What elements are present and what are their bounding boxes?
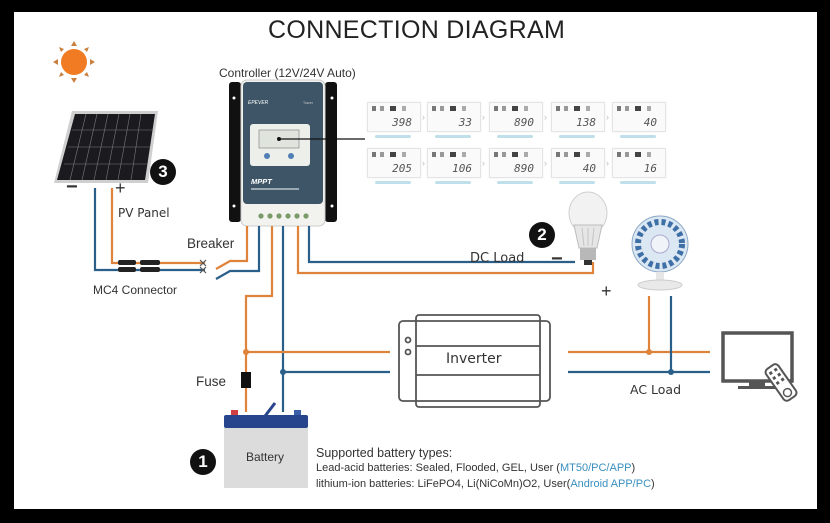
lcd-caption	[497, 135, 533, 138]
lcd-next-arrow-icon: ›	[422, 112, 425, 122]
lcd-caption	[375, 135, 411, 138]
mc4-connector-icon	[118, 260, 160, 272]
svg-text:MPPT: MPPT	[251, 177, 273, 186]
dc-load-positive-wire	[296, 226, 595, 275]
lithium-line: lithium-ion batteries: LiFePO4, Li(NiCoM…	[316, 478, 655, 490]
pv-panel-label: PV Panel	[118, 206, 170, 220]
fuse-icon	[241, 372, 251, 388]
page-title: CONNECTION DIAGRAM	[268, 16, 566, 44]
battery-types-heading: Supported battery types:	[316, 446, 453, 460]
lcd-status-icons	[617, 106, 657, 111]
badge-3-pv: 3	[150, 159, 176, 185]
lead-acid-suffix: )	[631, 462, 636, 474]
lcd-value: 205	[392, 162, 412, 175]
dc-load-negative-wire	[307, 226, 575, 264]
lcd-screen: 40	[551, 148, 605, 178]
lcd-value: 106	[452, 162, 472, 175]
breaker-positive-wire	[215, 226, 249, 270]
remote-icon	[764, 363, 798, 402]
battery-label: Battery	[246, 450, 285, 464]
lcd-status-icons	[494, 152, 534, 157]
lcd-value: 16	[643, 162, 657, 175]
lcd-screen: 33	[427, 102, 481, 132]
lcd-value: 890	[514, 116, 534, 129]
wiring	[93, 188, 710, 412]
lcd-caption	[435, 135, 471, 138]
lithium-text: lithium-ion batteries: LiFePO4, Li(NiCoM…	[316, 478, 571, 490]
lcd-next-arrow-icon: ›	[544, 112, 547, 122]
fan-icon	[631, 215, 689, 291]
lcd-next-arrow-icon: ›	[606, 112, 609, 122]
lcd-status-icons	[556, 152, 596, 157]
lcd-value: 40	[643, 116, 657, 129]
lcd-value: 138	[576, 116, 596, 129]
lcd-status-icons	[556, 106, 596, 111]
lead-acid-link[interactable]: MT50/PC/APP	[559, 462, 632, 474]
lcd-next-arrow-icon: ›	[544, 158, 547, 168]
lcd-caption	[559, 135, 595, 138]
lcd-next-arrow-icon: ›	[482, 158, 485, 168]
lcd-next-arrow-icon: ›	[606, 158, 609, 168]
lcd-screen: 890	[489, 148, 543, 178]
dc-load-label: DC Load	[470, 251, 525, 266]
junction-dots	[243, 349, 674, 375]
lcd-status-icons	[432, 106, 472, 111]
lead-acid-line: Lead-acid batteries: Sealed, Flooded, GE…	[316, 462, 635, 474]
lcd-value: 890	[514, 162, 534, 175]
controller-label: Controller (12V/24V Auto)	[219, 66, 356, 80]
lcd-value: 33	[458, 116, 472, 129]
inverter-icon	[398, 314, 551, 408]
battery-icon	[224, 402, 308, 488]
dc-plus-sign: +	[601, 281, 612, 301]
lcd-caption	[620, 135, 656, 138]
solar-panel-icon	[54, 111, 158, 183]
lead-acid-text: Lead-acid batteries: Sealed, Flooded, GE…	[316, 462, 560, 474]
lcd-status-icons	[494, 106, 534, 111]
lcd-screen: 205	[367, 148, 421, 178]
pv-plus-sign: +	[115, 178, 126, 198]
lcd-caption	[435, 181, 471, 184]
lcd-screen: 890	[489, 102, 543, 132]
fuse-label: Fuse	[196, 374, 227, 389]
lcd-status-icons	[372, 106, 412, 111]
badge-1-battery: 1	[190, 449, 216, 475]
lcd-value: 398	[392, 116, 412, 129]
dc-minus-sign: −	[551, 248, 563, 270]
breaker-label: Breaker	[187, 236, 235, 251]
breaker-icon	[199, 259, 207, 274]
lcd-screen: 398	[367, 102, 421, 132]
lcd-next-arrow-icon: ›	[482, 112, 485, 122]
lcd-status-icons	[432, 152, 472, 157]
bulb-icon	[568, 191, 608, 265]
lcd-caption	[497, 181, 533, 184]
pv-positive-wire	[110, 188, 205, 265]
lithium-link[interactable]: Android APP/PC	[570, 478, 652, 490]
lcd-caption	[620, 181, 656, 184]
lcd-status-icons	[617, 152, 657, 157]
lithium-suffix: )	[651, 478, 655, 490]
lcd-caption	[559, 181, 595, 184]
lcd-screen: 138	[551, 102, 605, 132]
lcd-value: 40	[582, 162, 596, 175]
sun-icon	[53, 41, 95, 83]
lcd-screen: 40	[612, 102, 666, 132]
ac-load-label: AC Load	[630, 382, 682, 397]
lcd-screen: 16	[612, 148, 666, 178]
lcd-next-arrow-icon: ›	[422, 158, 425, 168]
svg-text:Tracer: Tracer	[303, 101, 314, 105]
lcd-screen: 106	[427, 148, 481, 178]
pv-minus-sign: −	[66, 176, 78, 198]
svg-text:EPEVER: EPEVER	[248, 100, 269, 106]
lcd-status-icons	[372, 152, 412, 157]
lcd-caption	[375, 181, 411, 184]
badge-2-dc-load: 2	[529, 222, 555, 248]
breaker-negative-wire	[215, 226, 261, 280]
mc4-connector-label: MC4 Connector	[93, 283, 178, 297]
inverter-label: Inverter	[446, 351, 502, 367]
pv-negative-wire	[93, 188, 205, 272]
charge-controller-icon: EPEVER Tracer MPPT	[229, 79, 337, 227]
